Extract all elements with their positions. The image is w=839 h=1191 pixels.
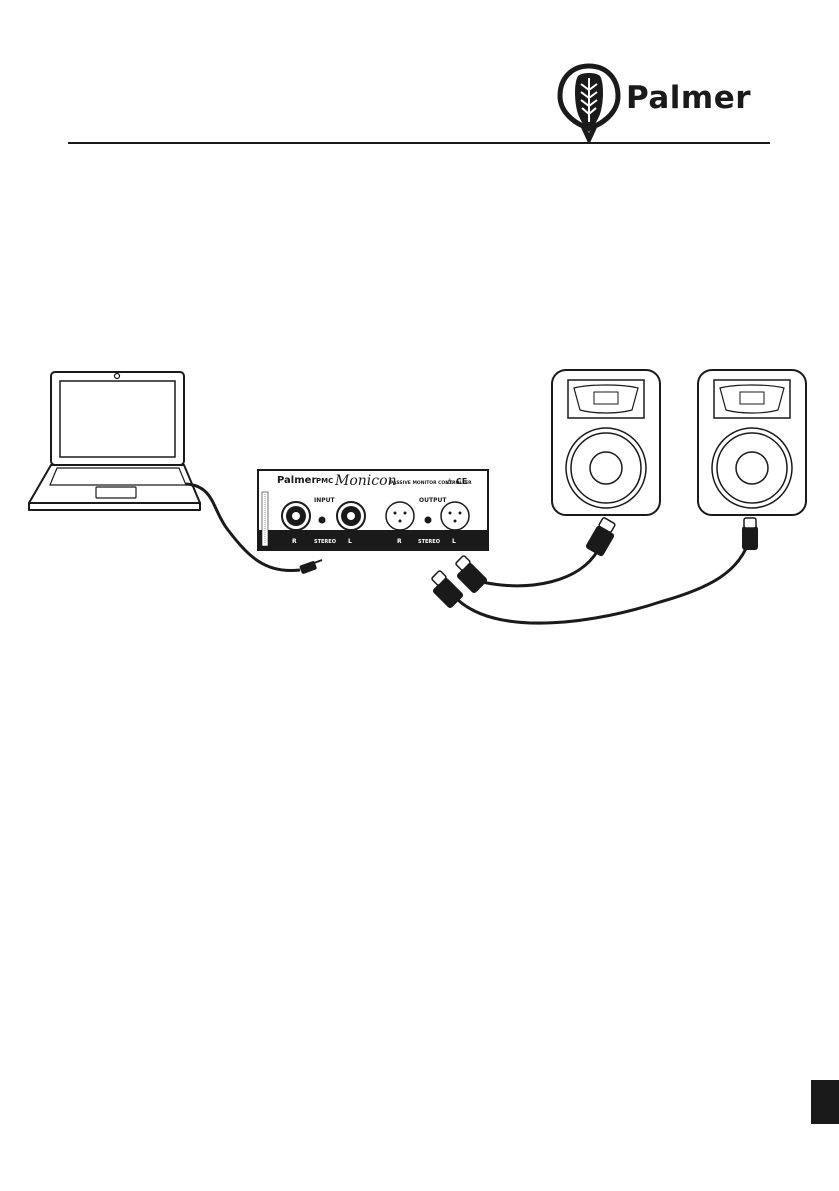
combo-jack-l	[337, 502, 365, 530]
stereo-out-jack	[425, 517, 432, 524]
output-cable-left	[482, 550, 598, 586]
jack-label: L	[348, 538, 352, 545]
palmer-crest-icon	[556, 62, 622, 142]
header-divider	[68, 142, 770, 144]
panel-input-label: INPUT	[314, 497, 336, 504]
palmer-logo: Palmer	[556, 62, 776, 142]
combo-jack-r	[282, 502, 310, 530]
panel-product-name: Monicon	[334, 473, 397, 489]
jack-label: STEREO	[418, 539, 440, 545]
studio-monitor-icon	[552, 370, 660, 515]
panel-approval-mark: ⚠ CE	[446, 477, 467, 486]
panel-model: PMC	[316, 477, 333, 485]
panel-brand: Palmer	[277, 475, 316, 486]
jack-label: R	[397, 538, 402, 545]
xlr-out-r	[386, 502, 414, 530]
connection-diagram: Palmer PMC Monicon PASSIVE MONITOR CONTR…	[0, 360, 839, 660]
studio-monitor-icon	[698, 370, 806, 515]
stereo-in-jack	[319, 517, 326, 524]
xlr-plug	[742, 518, 758, 550]
xlr-plug	[455, 555, 488, 594]
panel-output-label: OUTPUT	[419, 497, 447, 504]
jack-label: R	[292, 538, 297, 545]
brand-name: Palmer	[626, 80, 751, 116]
jack-label: STEREO	[314, 539, 336, 545]
xlr-out-l	[441, 502, 469, 530]
monicon-rear-panel: Palmer PMC Monicon PASSIVE MONITOR CONTR…	[258, 470, 488, 550]
jack-label: L	[452, 538, 456, 545]
xlr-plug	[585, 517, 616, 557]
page-tab-marker	[811, 1080, 839, 1124]
laptop-icon	[29, 372, 200, 510]
minijack-plug	[299, 560, 322, 574]
